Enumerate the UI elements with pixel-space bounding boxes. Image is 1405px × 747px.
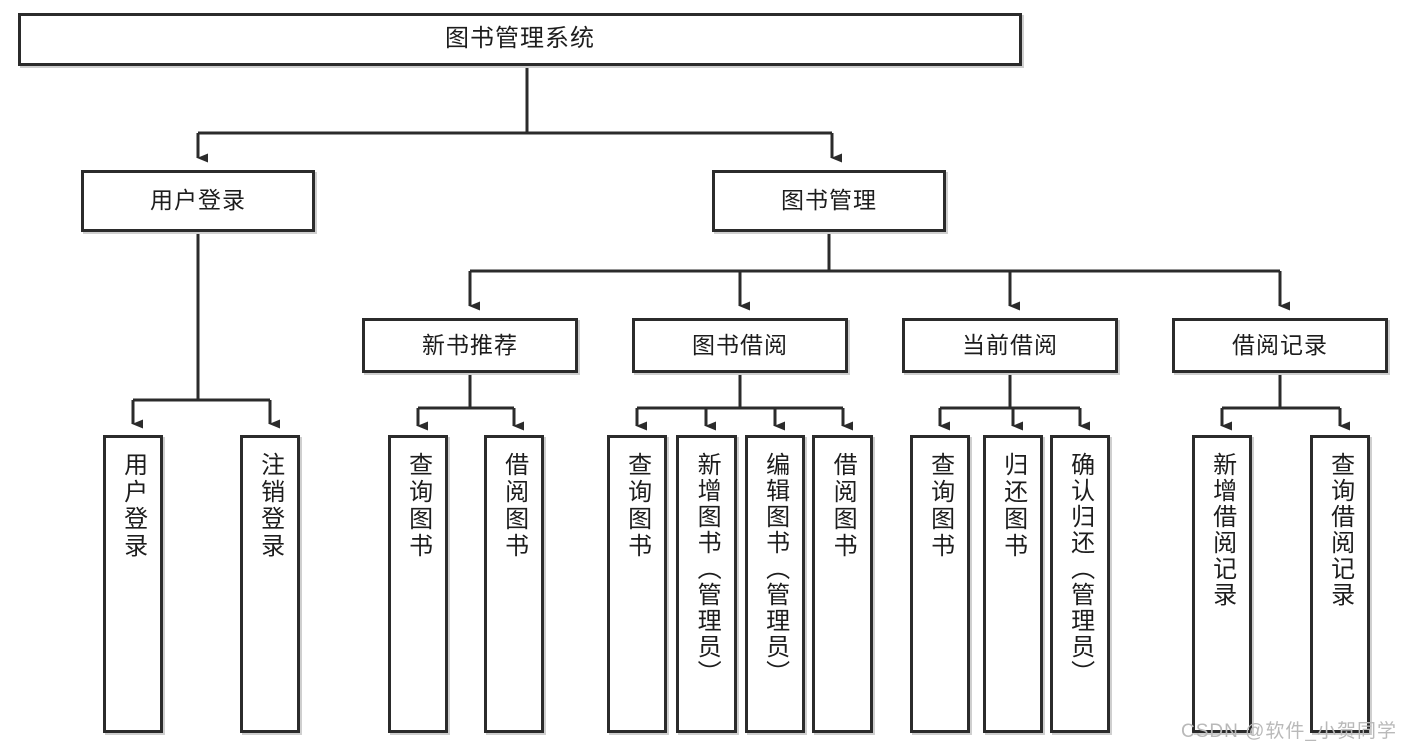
leaf-label: 查询图书 <box>623 452 651 560</box>
node-leaf-borrow-book-rec[interactable]: 借阅图书 <box>484 435 544 733</box>
node-leaf-query-book-rec[interactable]: 查询图书 <box>388 435 448 733</box>
node-leaf-query-book-bor[interactable]: 查询图书 <box>607 435 667 733</box>
node-leaf-query-book-cur[interactable]: 查询图书 <box>910 435 970 733</box>
leaf-label: 查询图书 <box>926 452 954 560</box>
leaf-label: 借阅图书 <box>829 452 857 560</box>
node-current-borrow[interactable]: 当前借阅 <box>902 318 1118 373</box>
node-root-system[interactable]: 图书管理系统 <box>18 13 1022 66</box>
node-leaf-user-login[interactable]: 用户登录 <box>103 435 163 733</box>
watermark-text: CSDN @软件_小贺同学 <box>1181 721 1397 742</box>
node-leaf-borrow-book-bor[interactable]: 借阅图书 <box>812 435 873 733</box>
leaf-label: 查询借阅记录 <box>1326 452 1354 608</box>
leaf-label: 归还图书 <box>999 452 1027 560</box>
leaf-label: 确认归还（管理员） <box>1066 452 1094 686</box>
node-new-book-recommend[interactable]: 新书推荐 <box>362 318 578 373</box>
node-book-borrow[interactable]: 图书借阅 <box>632 318 848 373</box>
node-user-login[interactable]: 用户登录 <box>81 170 315 232</box>
leaf-label: 用户登录 <box>119 452 147 560</box>
leaf-label: 借阅图书 <box>500 452 528 560</box>
leaf-label: 新增借阅记录 <box>1208 452 1236 608</box>
node-leaf-logout[interactable]: 注销登录 <box>240 435 300 733</box>
node-leaf-add-record[interactable]: 新增借阅记录 <box>1192 435 1252 733</box>
node-leaf-add-book[interactable]: 新增图书（管理员） <box>676 435 737 733</box>
leaf-label: 注销登录 <box>256 452 284 560</box>
node-leaf-edit-book[interactable]: 编辑图书（管理员） <box>745 435 805 733</box>
node-leaf-confirm-return[interactable]: 确认归还（管理员） <box>1050 435 1110 733</box>
leaf-label: 新增图书（管理员） <box>693 452 721 686</box>
node-borrow-record[interactable]: 借阅记录 <box>1172 318 1388 373</box>
leaf-label: 查询图书 <box>404 452 432 560</box>
leaf-label: 编辑图书（管理员） <box>761 452 789 686</box>
node-leaf-return-book[interactable]: 归还图书 <box>983 435 1043 733</box>
node-book-manage[interactable]: 图书管理 <box>712 170 946 232</box>
node-leaf-query-record[interactable]: 查询借阅记录 <box>1310 435 1370 733</box>
